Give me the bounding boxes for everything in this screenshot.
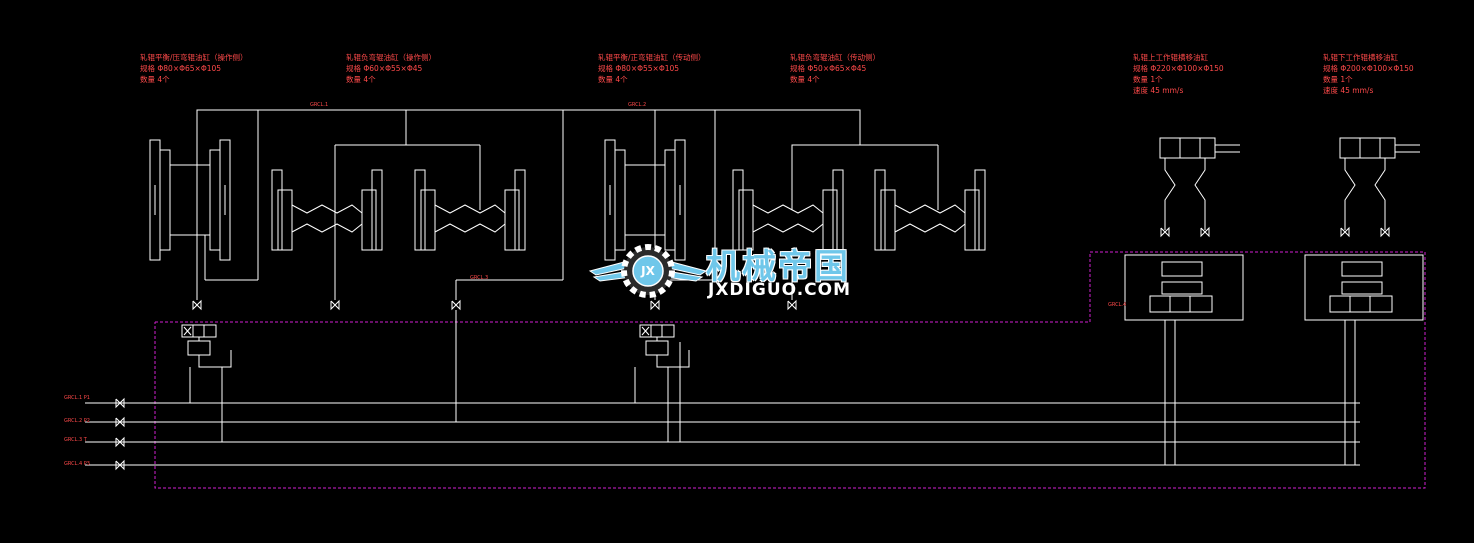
cylinder (974, 169, 986, 251)
cylinder (822, 189, 838, 251)
directional-valve (1149, 295, 1213, 313)
pipe-line (183, 326, 192, 336)
shift-cylinder (1159, 137, 1216, 159)
cylinder (277, 189, 293, 251)
inlet-label: GRCL.2 P2 (64, 418, 90, 424)
hose (1344, 158, 1356, 230)
cylinder (504, 189, 520, 251)
cylinder (832, 169, 844, 251)
cylinder (361, 189, 377, 251)
cylinder (159, 149, 171, 251)
cylinder (271, 169, 283, 251)
svg-text:JX: JX (640, 264, 655, 278)
check-valve (115, 436, 125, 448)
cylinder (664, 149, 676, 251)
check-valve (115, 397, 125, 409)
check-valve (330, 299, 340, 311)
cylinder (371, 169, 383, 251)
valve-manifold (1304, 254, 1424, 321)
relief-valve (645, 340, 669, 356)
watermark: JX 机械帝国 JXDIGUO.COM (588, 235, 888, 305)
cylinder (414, 169, 426, 251)
piston-rod (752, 223, 824, 233)
cylinder (738, 189, 754, 251)
check-valve (115, 459, 125, 471)
pipe-line (198, 350, 232, 368)
valve (1161, 281, 1203, 295)
label-balance-cylinder-operator-side: 轧辊平衡/压弯辊油缸（操作侧） 规格 Φ80×Φ65×Φ105 数量 4个 (140, 53, 248, 84)
valve-manifold (1124, 254, 1244, 321)
relief-valve (187, 340, 211, 356)
line-tag: GRCL.2 (628, 102, 647, 108)
cylinder (880, 189, 896, 251)
piston-rod (894, 204, 966, 214)
check-valve (787, 299, 797, 311)
label-upper-roll-shift-cylinder: 轧辊上工作辊横移油缸 规格 Φ220×Φ100×Φ150 数量 1个 速度 45… (1133, 53, 1224, 95)
hose (1374, 158, 1386, 230)
check-valve (1200, 226, 1210, 238)
cylinder (614, 149, 626, 251)
hose (1194, 158, 1206, 230)
check-valve (1380, 226, 1390, 238)
check-valve (1340, 226, 1350, 238)
inlet-label: GRCL.1 P1 (64, 395, 90, 401)
label-lower-roll-shift-cylinder: 轧辊下工作辊横移油缸 规格 Φ200×Φ100×Φ150 数量 1个 速度 45… (1323, 53, 1414, 95)
line-tag: GRCL.1 (310, 102, 329, 108)
control-boundary (154, 251, 1426, 489)
piston-rod (434, 223, 506, 233)
check-valve (650, 299, 660, 311)
piston-rod (434, 204, 506, 214)
cylinder (874, 169, 886, 251)
check-valve (115, 416, 125, 428)
piston-rod (291, 204, 363, 214)
cylinder (514, 169, 526, 251)
pipe-line (641, 326, 650, 336)
line-tag: GRCL.4 (1108, 302, 1127, 308)
shift-cylinder (1339, 137, 1396, 159)
check-valve (451, 299, 461, 311)
label-negative-bending-drive-side: 轧辊负弯辊油缸（传动侧） 规格 Φ50×Φ65×Φ45 数量 4个 (790, 53, 880, 84)
directional-valve (1329, 295, 1393, 313)
valve (1341, 261, 1383, 277)
hose (1164, 158, 1176, 230)
watermark-en: JXDIGUO.COM (708, 280, 852, 300)
cylinder (964, 189, 980, 251)
valve (1161, 261, 1203, 277)
piston-rod (291, 223, 363, 233)
label-balance-cylinder-drive-side: 轧辊平衡/正弯辊油缸（传动侧） 规格 Φ80×Φ55×Φ105 数量 4个 (598, 53, 706, 84)
check-valve (1160, 226, 1170, 238)
cylinder (209, 149, 221, 251)
valve (1341, 281, 1383, 295)
cylinder (420, 189, 436, 251)
cylinder (732, 169, 744, 251)
watermark-cn: 机械帝国 (706, 247, 850, 287)
piston-rod (894, 223, 966, 233)
label-negative-bending-operator-side: 轧辊负弯辊油缸（操作侧） 规格 Φ60×Φ55×Φ45 数量 4个 (346, 53, 436, 84)
check-valve (192, 299, 202, 311)
watermark-gear-wings-icon: JX (588, 244, 708, 298)
line-tag: GRCL.3 (470, 275, 489, 281)
inlet-label: GRCL.3 T (64, 437, 87, 443)
inlet-label: GRCL.4 P3 (64, 461, 90, 467)
piston-rod (752, 204, 824, 214)
pipe-line (656, 350, 690, 368)
supply-header (196, 109, 861, 300)
